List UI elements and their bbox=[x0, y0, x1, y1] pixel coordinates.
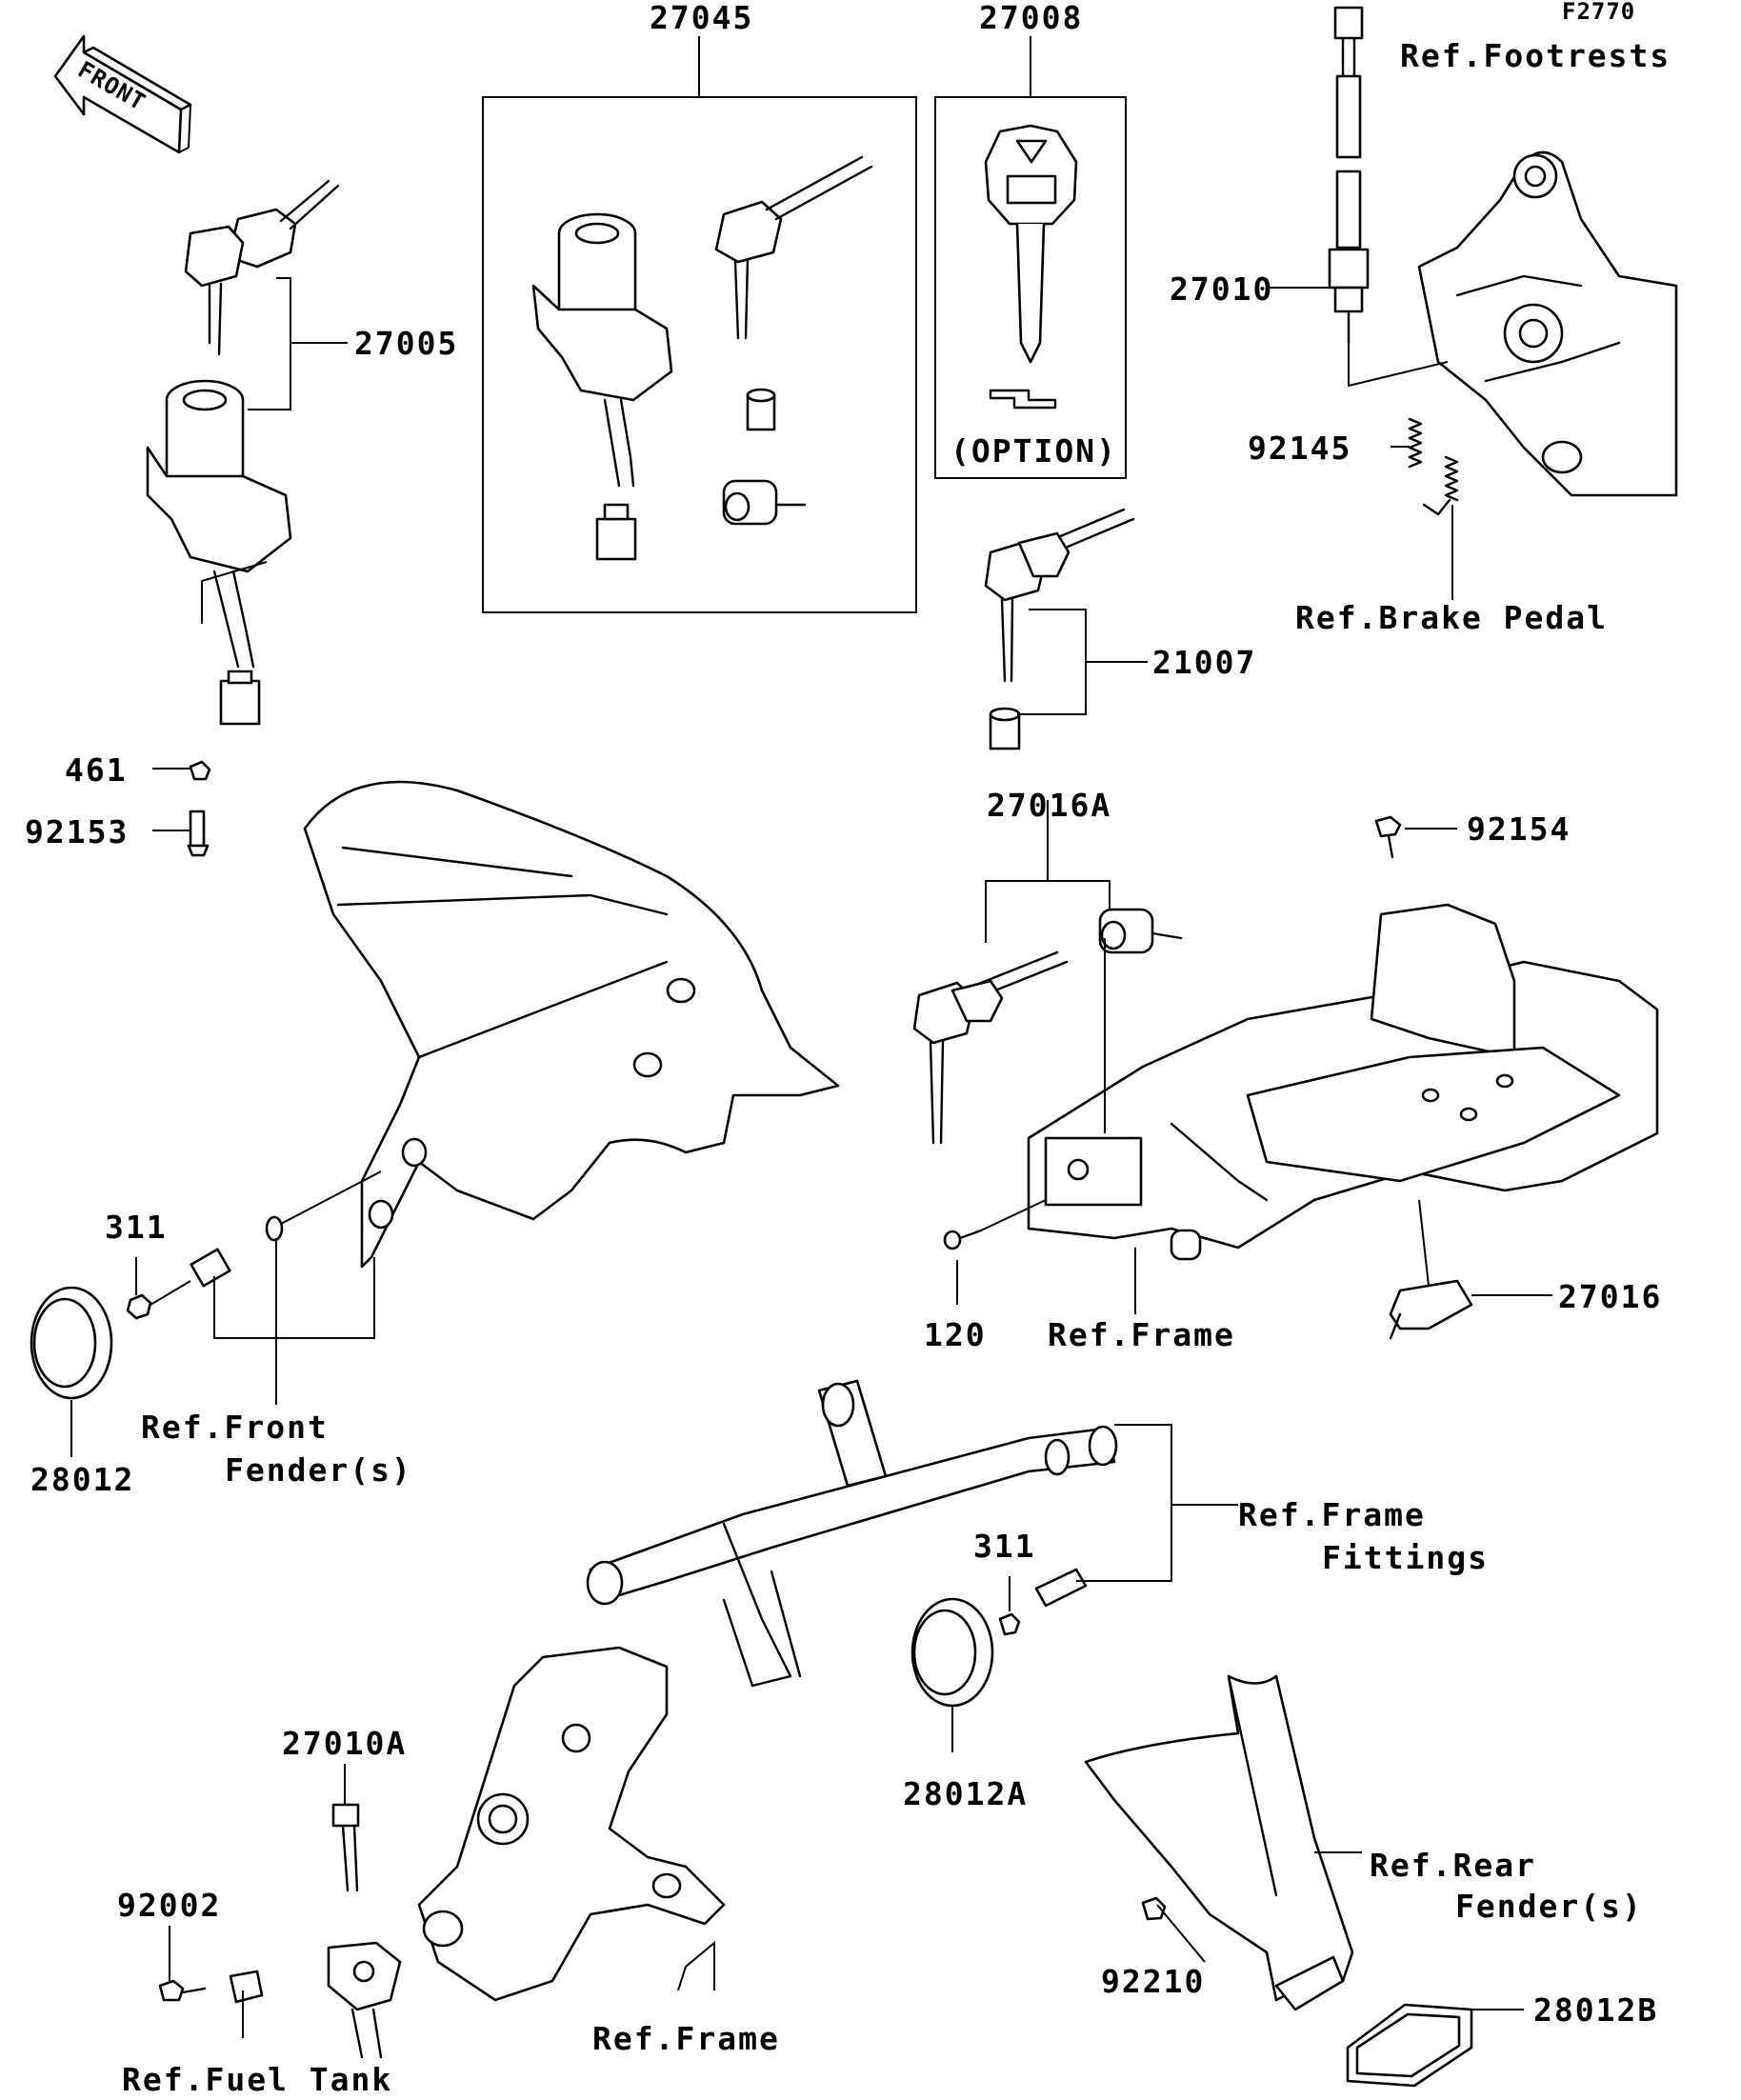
label-92145: 92145 bbox=[1248, 430, 1351, 467]
label-28012A: 28012A bbox=[903, 1775, 1028, 1812]
rear-fender-icon bbox=[1084, 1674, 1354, 2011]
label-ref-rear-fender-2: Fender(s) bbox=[1455, 1888, 1643, 1925]
label-27016: 27016 bbox=[1558, 1278, 1662, 1315]
label-ref-footrests: Ref.Footrests bbox=[1400, 37, 1671, 74]
bolt-92154-icon bbox=[1374, 815, 1402, 859]
ignition-set-box bbox=[482, 96, 917, 613]
label-ref-brake-pedal: Ref.Brake Pedal bbox=[1295, 599, 1608, 636]
label-ref-frame-bottom: Ref.Frame bbox=[592, 2020, 780, 2057]
key-27045-icon bbox=[714, 155, 873, 526]
label-120: 120 bbox=[924, 1316, 987, 1353]
label-92002: 92002 bbox=[117, 1887, 221, 1924]
brake-light-switch-27010A-icon bbox=[327, 1803, 402, 2059]
label-311-left: 311 bbox=[105, 1209, 168, 1246]
spring-92145-icon bbox=[1408, 417, 1459, 516]
key-set-27016A-icon bbox=[912, 908, 1183, 1145]
label-27010A: 27010A bbox=[282, 1725, 407, 1762]
label-27008: 27008 bbox=[979, 0, 1083, 36]
label-ref-front-fender-1: Ref.Front bbox=[141, 1409, 329, 1446]
key-pair-27005-icon bbox=[184, 179, 340, 356]
label-ref-frame-fittings-2: Fittings bbox=[1322, 1539, 1489, 1576]
ignition-switch-27005-icon bbox=[146, 379, 292, 726]
label-28012: 28012 bbox=[30, 1461, 134, 1498]
reflector-mount-hardware-icon bbox=[126, 1170, 382, 1320]
label-28012B: 28012B bbox=[1533, 1991, 1658, 2029]
label-461: 461 bbox=[65, 751, 128, 789]
bolt-92002-icon bbox=[158, 1970, 264, 2004]
label-ref-frame-mid: Ref.Frame bbox=[1048, 1316, 1235, 1353]
reflector-28012B-icon bbox=[1346, 2003, 1473, 2088]
label-92154: 92154 bbox=[1467, 810, 1571, 848]
front-arrow-icon: FRONT bbox=[53, 34, 192, 154]
figure-code: F2770 bbox=[1562, 0, 1635, 25]
label-ref-front-fender-2: Fender(s) bbox=[225, 1451, 412, 1489]
label-27045: 27045 bbox=[650, 0, 753, 36]
reflector-28012A-icon bbox=[911, 1597, 994, 1708]
frame-sidestand-assembly-icon bbox=[1027, 903, 1659, 1261]
key-option-27008-icon bbox=[984, 124, 1078, 410]
ignition-switch-27045-icon bbox=[531, 212, 673, 561]
label-27016A: 27016A bbox=[987, 787, 1111, 824]
bolt-92153-icon bbox=[187, 810, 210, 857]
label-21007: 21007 bbox=[1152, 644, 1256, 681]
nut-461-icon bbox=[189, 760, 211, 781]
label-311-right: 311 bbox=[973, 1528, 1036, 1565]
frame-fittings-tube-icon bbox=[586, 1379, 1118, 1688]
label-27010: 27010 bbox=[1170, 270, 1273, 308]
label-27005: 27005 bbox=[354, 325, 458, 362]
label-ref-frame-fittings-1: Ref.Frame bbox=[1238, 1496, 1426, 1533]
label-ref-fuel-tank: Ref.Fuel Tank bbox=[122, 2061, 392, 2098]
sidestand-switch-27016-icon bbox=[1389, 1199, 1473, 1340]
reflector-28012-icon bbox=[30, 1286, 113, 1400]
footrest-bracket-icon bbox=[1417, 150, 1678, 497]
screw-120-icon bbox=[943, 1199, 1047, 1250]
label-option: (OPTION) bbox=[951, 432, 1117, 470]
key-set-21007-icon bbox=[984, 508, 1135, 750]
rear-bracket-icon bbox=[417, 1646, 726, 2002]
label-ref-rear-fender-1: Ref.Rear bbox=[1370, 1847, 1536, 1884]
label-92153: 92153 bbox=[25, 813, 129, 850]
leader-lines bbox=[70, 277, 1552, 2038]
brake-light-switch-27010-icon bbox=[1328, 6, 1370, 345]
front-fender-icon bbox=[303, 780, 840, 1269]
label-92210: 92210 bbox=[1101, 1963, 1205, 2000]
reflector-bolt-right-icon bbox=[998, 1568, 1088, 1636]
